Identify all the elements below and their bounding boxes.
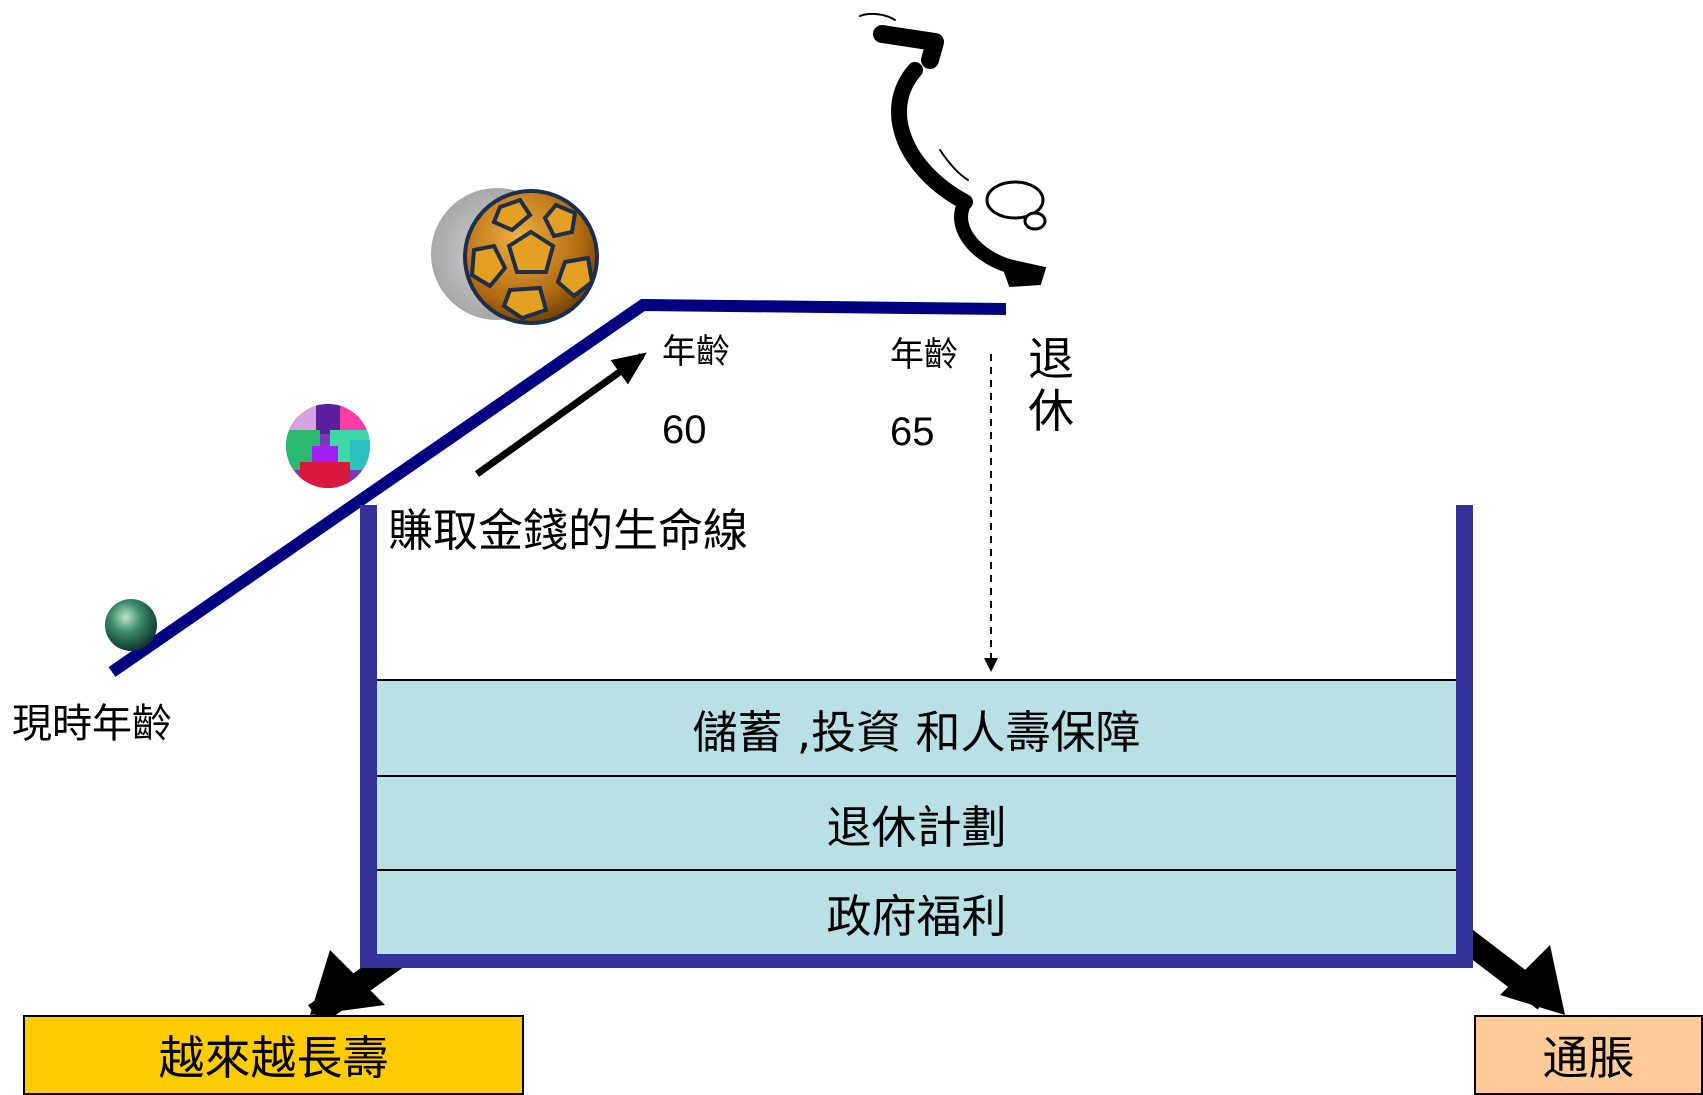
multicolor-ball-icon xyxy=(286,404,370,488)
age-65-value: 65 xyxy=(890,410,935,454)
small-green-ball-icon xyxy=(105,599,157,651)
retirement-funding-container: 儲蓄 ,投資 和人壽保障 退休計劃 政府福利 xyxy=(360,505,1473,968)
lifeline-path xyxy=(108,298,1007,677)
layer-savings-investment-insurance: 儲蓄 ,投資 和人壽保障 xyxy=(377,679,1456,775)
soccer-ball-icon xyxy=(431,188,599,325)
money-lifeline-label: 賺取金錢的生命線 xyxy=(388,504,749,557)
retire-label: 退休 xyxy=(1028,332,1074,438)
longevity-arrowhead xyxy=(310,950,385,1015)
container-right-wall xyxy=(1456,505,1473,968)
layer-label: 退休計劃 xyxy=(826,800,1007,854)
container-left-wall xyxy=(360,505,377,968)
age-65-title: 年齡 xyxy=(890,335,958,375)
layer-retirement-plan: 退休計劃 xyxy=(377,775,1456,869)
container-floor xyxy=(360,954,1473,968)
lifeline-arrow xyxy=(474,352,647,477)
inflation-arrowhead xyxy=(1500,945,1565,1015)
current-age-label: 現時年齡 xyxy=(12,701,172,747)
inflation-label: 通脹 xyxy=(1542,1031,1635,1085)
layer-government-benefits: 政府福利 xyxy=(377,869,1456,954)
age-60-value: 60 xyxy=(662,408,707,452)
diver-figure-icon xyxy=(859,12,1047,288)
layer-label: 儲蓄 ,投資 和人壽保障 xyxy=(692,705,1141,759)
age-60-title: 年齡 xyxy=(662,332,730,372)
retirement-dashed-arrowhead xyxy=(984,658,998,672)
longevity-label: 越來越長壽 xyxy=(158,1031,389,1085)
inflation-box: 通脹 xyxy=(1474,1015,1703,1095)
longevity-box: 越來越長壽 xyxy=(23,1015,524,1095)
layer-label: 政府福利 xyxy=(826,890,1007,943)
